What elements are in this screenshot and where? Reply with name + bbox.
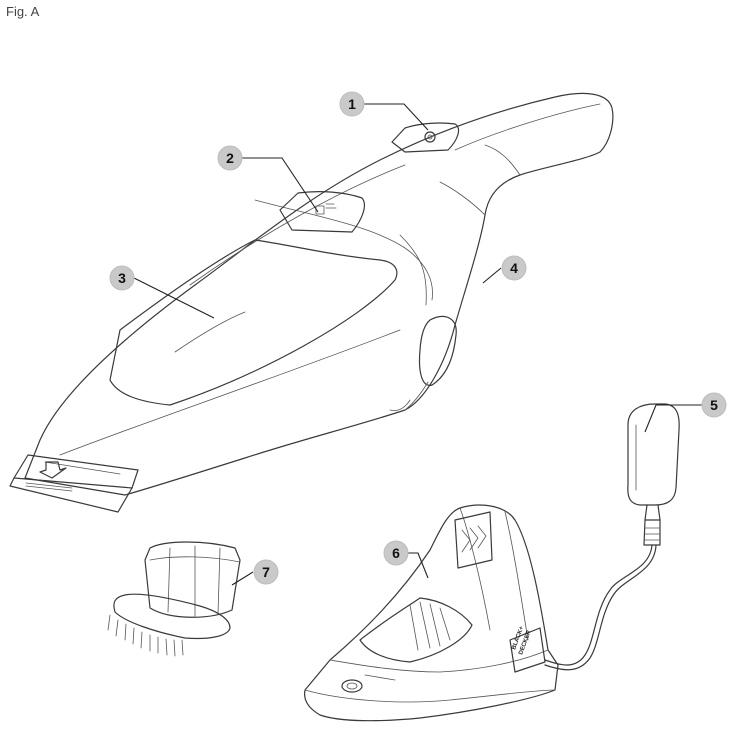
callout-3-number: 3 [118, 270, 126, 286]
callout-4: 4 [502, 256, 526, 280]
callout-2-number: 2 [226, 150, 234, 166]
leader-line-7 [232, 572, 253, 585]
callout-3: 3 [110, 266, 134, 290]
callout-1-number: 1 [348, 96, 356, 112]
callout-7-number: 7 [262, 564, 270, 580]
callout-2: 2 [218, 146, 242, 170]
callout-5-number: 5 [710, 397, 718, 413]
charging-base: BLACK+ DECKER [305, 505, 558, 721]
callout-5: 5 [702, 393, 726, 417]
leader-line-3 [134, 278, 214, 318]
brush-attachment [108, 542, 240, 656]
leader-line-5 [645, 405, 702, 432]
charger-adapter [545, 404, 679, 670]
handheld-vacuum [10, 93, 613, 512]
callout-4-number: 4 [510, 260, 518, 276]
callout-1: 1 [340, 92, 364, 116]
leader-line-1 [364, 104, 428, 130]
leader-line-4 [483, 268, 501, 283]
callout-7: 7 [254, 560, 278, 584]
callout-6: 6 [384, 541, 408, 565]
callout-6-number: 6 [392, 545, 400, 561]
